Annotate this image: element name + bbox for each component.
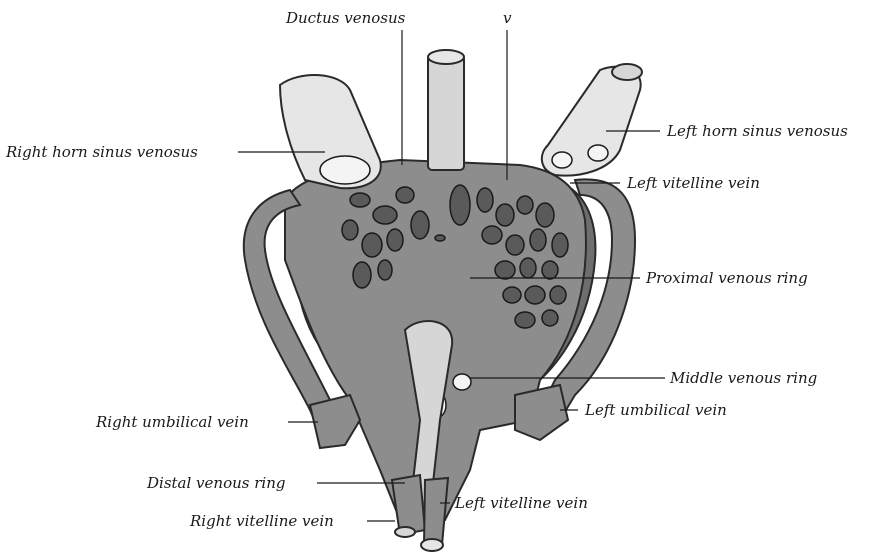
left-vitelline-vein-end <box>421 539 443 551</box>
label-right-vitelline-vein: Right vitelline vein <box>189 512 334 530</box>
right-vitelline-vein-end <box>395 527 415 537</box>
left-horn-opening-1 <box>552 152 572 168</box>
label-distal-venous-ring: Distal venous ring <box>146 474 285 492</box>
label-ductus-venosus: Ductus venosus <box>285 9 406 27</box>
left-umbilical-vein-stub <box>515 385 568 440</box>
label-right-umbilical-vein: Right umbilical vein <box>95 413 249 431</box>
ductus-venosus-top <box>428 50 464 64</box>
label-v: v <box>503 9 512 27</box>
label-middle-venous-ring: Middle venous ring <box>669 369 817 387</box>
left-horn-top-opening <box>612 64 642 80</box>
label-right-horn-sinus-venosus: Right horn sinus venosus <box>5 143 198 161</box>
left-horn-opening-2 <box>588 145 608 161</box>
middle-venous-ring-opening <box>453 374 471 390</box>
right-vitelline-vein-shape <box>392 475 425 535</box>
label-left-vitelline-vein-lower: Left vitelline vein <box>454 494 588 512</box>
label-proximal-venous-ring: Proximal venous ring <box>645 269 808 287</box>
right-horn-opening <box>320 156 370 184</box>
label-left-horn-sinus-venosus: Left horn sinus venosus <box>666 122 848 140</box>
label-left-umbilical-vein: Left umbilical vein <box>584 401 727 419</box>
ductus-venosus-tube <box>428 55 464 170</box>
left-vitelline-vein-shape <box>424 478 448 545</box>
label-left-vitelline-vein-upper: Left vitelline vein <box>626 174 760 192</box>
